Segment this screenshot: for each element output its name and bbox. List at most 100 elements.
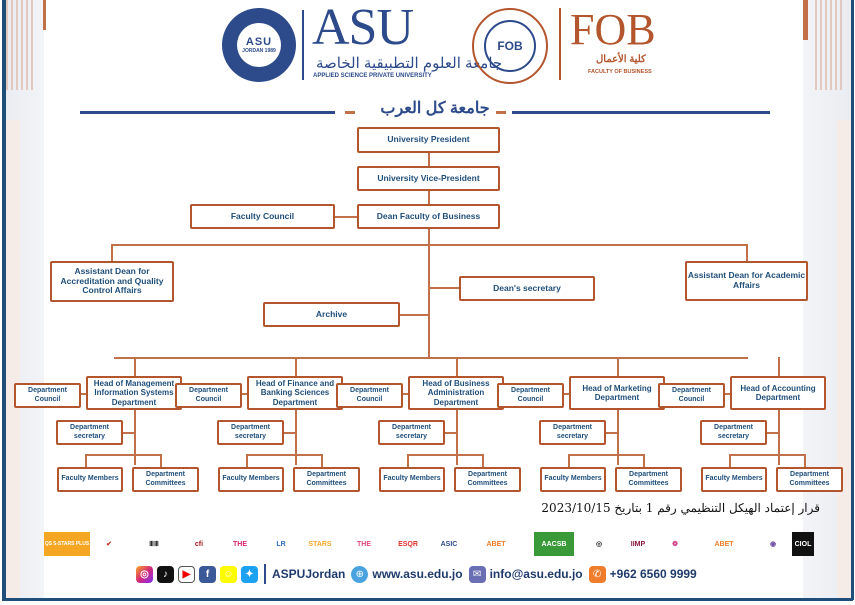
accreditation-logo: ◎ [595,541,603,548]
node-faculty-members: Faculty Members [540,467,606,492]
connector-line [778,357,780,377]
node-dean-faculty-of-business: Dean Faculty of Business [357,204,500,229]
node-faculty-members: Faculty Members [379,467,445,492]
connector-line [456,409,458,465]
connector-line [568,454,644,456]
connector-line [564,393,570,395]
node-department-head: Head of Business Administration Departme… [408,376,504,410]
connector-line [766,432,778,434]
connector-line [400,314,428,316]
node-archive: Archive [263,302,400,327]
node-assistant-dean-academic: Assistant Dean for Academic Affairs [685,261,808,301]
connector-line [428,228,430,358]
accreditation-logo: ABET [714,540,734,548]
connector-line [134,357,136,377]
connector-line [568,454,570,468]
node-faculty-members: Faculty Members [218,467,284,492]
node-department-head: Head of Management Information Systems D… [86,376,182,410]
fob-seal-logo: FOB [472,8,548,84]
node-department-council: Department Council [175,383,242,408]
connector-line [617,409,619,465]
right-stripes-decoration [815,0,845,90]
email-link[interactable]: info@asu.edu.jo [489,567,583,581]
node-department-secretary: Department secretary [217,420,284,445]
fob-seal-text: FOB [484,20,536,72]
connector-line [456,357,458,377]
left-stripes-decoration [6,0,36,90]
node-department-council: Department Council [336,383,403,408]
asu-logo-divider [302,10,304,80]
snapchat-icon[interactable]: ☺ [220,565,237,583]
node-department-committees: Department Committees [293,467,360,492]
contact-divider [264,564,266,584]
frame-border-left [2,0,6,600]
phone-number[interactable]: +962 6560 9999 [609,567,697,581]
accreditation-logo: cfi [194,540,204,548]
accreditation-logo: THE [233,540,247,548]
contact-bar: ◎ ♪ ▶ f ☺ ✦ ASPUJordan ⊕ www.asu.edu.jo … [136,563,703,585]
connector-line [111,244,113,262]
email-icon: ✉ [468,565,486,583]
accreditation-logo: QS 5-STARS PLUS [44,532,90,556]
website-link[interactable]: www.asu.edu.jo [372,567,463,581]
accreditation-logo: ABET [486,540,506,548]
node-department-council: Department Council [497,383,564,408]
connector-line [85,454,87,468]
connector-line [334,216,358,218]
node-department-head: Head of Marketing Department [569,376,665,410]
twitter-icon[interactable]: ✦ [241,565,258,583]
globe-icon: ⊕ [351,565,369,583]
fob-english-name: FACULTY OF BUSINESS [588,69,652,75]
accreditation-logo: IIMP [630,540,646,548]
accreditation-logo: ESQR [398,540,418,548]
accreditation-logo: ⅢⅢ [149,541,159,548]
facebook-icon[interactable]: f [199,565,216,583]
asu-wordmark: ASU [312,0,414,56]
node-department-committees: Department Committees [776,467,843,492]
node-faculty-council: Faculty Council [190,204,335,229]
asu-seal-text: ASU [245,36,273,48]
instagram-icon[interactable]: ◎ [136,565,153,583]
node-department-council: Department Council [14,383,81,408]
node-faculty-members: Faculty Members [701,467,767,492]
node-department-committees: Department Committees [132,467,199,492]
node-department-committees: Department Committees [454,467,521,492]
node-department-secretary: Department secretary [700,420,767,445]
accreditation-logo: ASIC [440,540,458,548]
accreditation-logo: STARS [308,540,332,548]
asu-arabic-name: جامعة العلوم التطبيقية الخاصة [316,55,503,72]
youtube-icon[interactable]: ▶ [178,565,195,583]
node-department-committees: Department Committees [615,467,682,492]
fob-wordmark: FOB [570,5,656,54]
connector-line [729,454,731,468]
connector-line [804,454,806,468]
accreditation-logo: ◉ [769,541,777,548]
top-right-accent [803,0,808,40]
connector-line [111,244,747,246]
approval-decision-note: قرار إعتماد الهيكل التنظيمي رقم 1 بتاريخ… [541,501,820,515]
node-faculty-members: Faculty Members [57,467,123,492]
left-decorative-panel [6,0,44,598]
connector-line [321,454,323,468]
social-handle[interactable]: ASPUJordan [272,567,346,581]
frame-border-right [851,0,854,600]
accreditation-logo: LR [276,540,286,548]
connector-line [246,454,248,468]
connector-line [746,244,748,262]
node-university-president: University President [357,127,500,153]
connector-line [444,432,456,434]
connector-line [295,357,297,377]
connector-line [729,454,805,456]
node-assistant-dean-accreditation: Assistant Dean for Accreditation and Qua… [50,261,174,302]
connector-line [246,454,322,456]
connector-line [295,409,297,465]
connector-line [428,190,430,204]
accreditation-logo: THE [357,540,371,548]
phone-icon: ✆ [588,565,606,583]
tiktok-icon[interactable]: ♪ [157,565,174,583]
node-department-secretary: Department secretary [378,420,445,445]
node-department-secretary: Department secretary [56,420,123,445]
accreditation-logo: AACSB [534,532,574,556]
